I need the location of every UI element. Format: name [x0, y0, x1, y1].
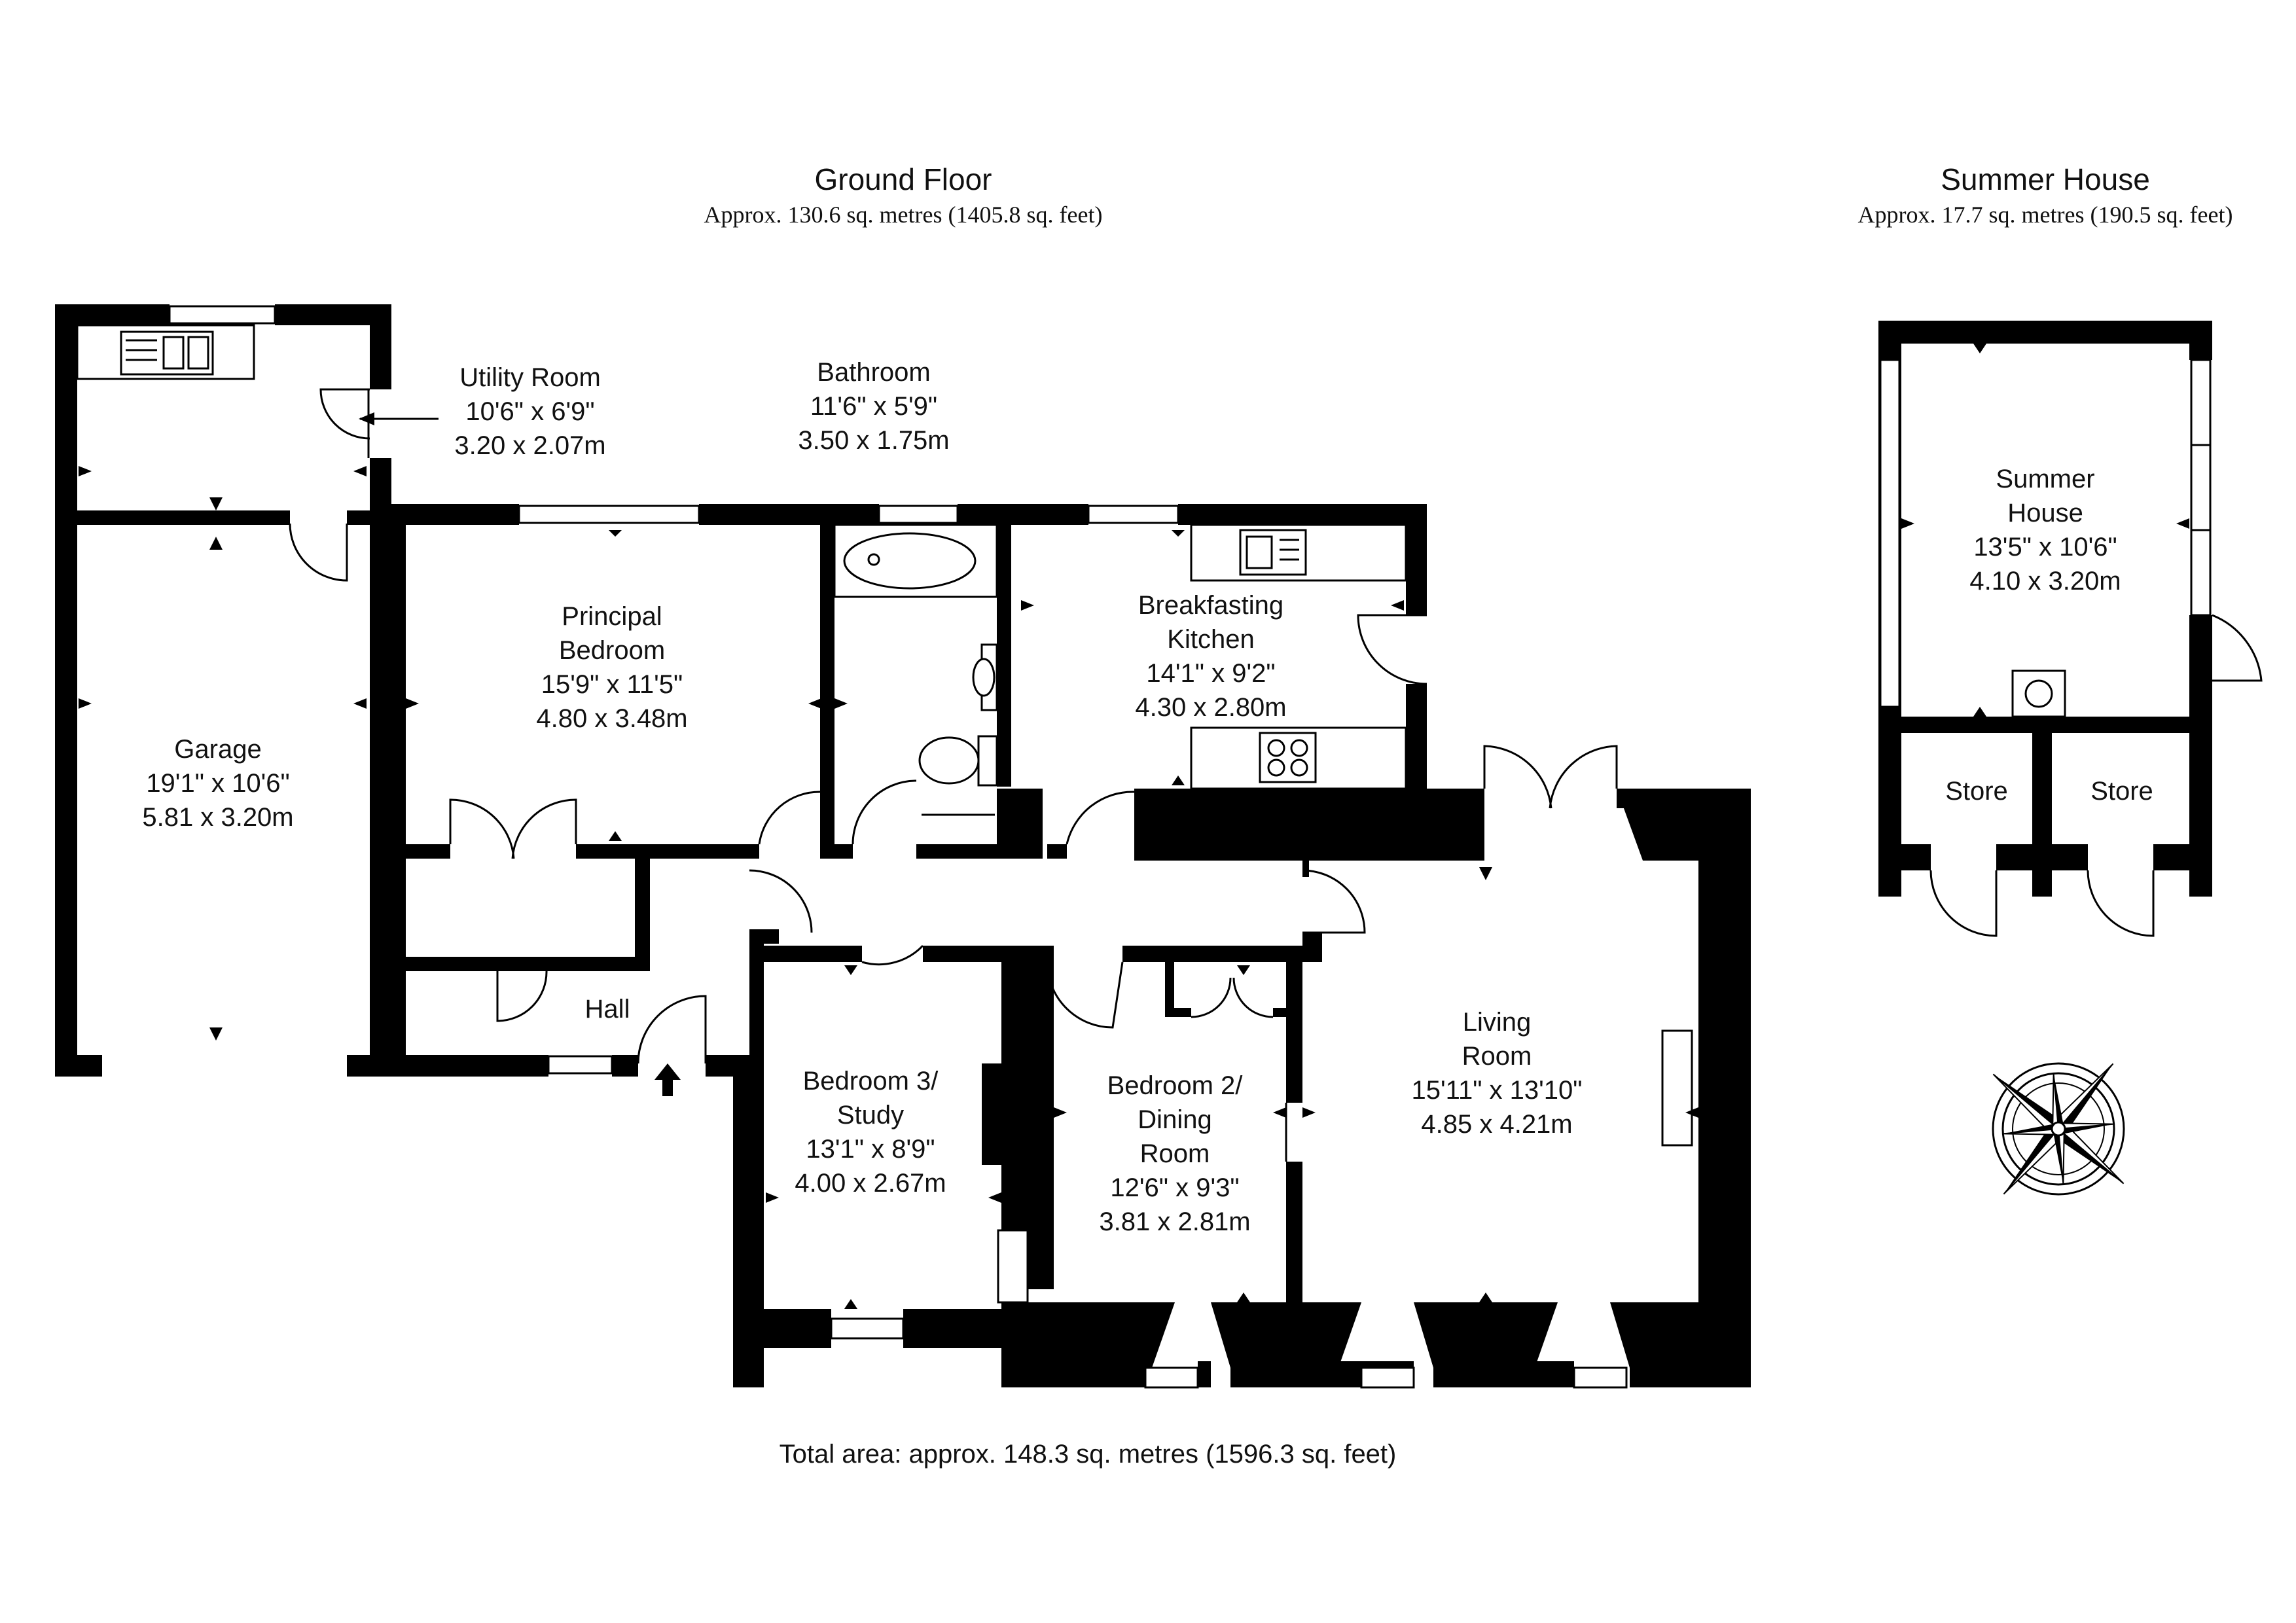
summer-imperial: 13'5" x 10'6"	[1973, 533, 2117, 562]
bedroom3-metric: 4.00 x 2.67m	[795, 1169, 946, 1198]
bedroom2-label: Bedroom 2/ Dining Room 12'6" x 9'3" 3.81…	[1099, 1071, 1250, 1236]
bathroom-imperial: 11'6" x 5'9"	[810, 392, 937, 421]
living-room-label: Living Room 15'11" x 13'10" 4.85 x 4.21m	[1412, 1008, 1583, 1139]
sink-icon	[120, 330, 214, 376]
summer-house-label: Summer House 13'5" x 10'6" 4.10 x 3.20m	[1969, 465, 2121, 596]
entrance-arrow-icon	[655, 1063, 681, 1096]
kitchen-metric: 4.30 x 2.80m	[1135, 693, 1286, 722]
kitchen-label: Breakfasting Kitchen 14'1" x 9'2" 4.30 x…	[1135, 591, 1286, 722]
ground-floor-title: Ground Floor	[814, 162, 992, 196]
room-labels: Utility Room 10'6" x 6'9" 3.20 x 2.07m B…	[142, 358, 2153, 1236]
summer-name-1: Summer	[1996, 465, 2094, 493]
summer-metric: 4.10 x 3.20m	[1969, 567, 2121, 596]
hall-label: Hall	[585, 995, 630, 1024]
ground-floor-area: Approx. 130.6 sq. metres (1405.8 sq. fee…	[704, 202, 1103, 228]
measurement-arrows	[79, 466, 1698, 1309]
hob-icon	[1259, 732, 1317, 783]
bedroom3-name-2: Study	[837, 1101, 904, 1130]
living-imperial: 15'11" x 13'10"	[1412, 1076, 1583, 1105]
kitchen-name-1: Breakfasting	[1138, 591, 1283, 620]
bedroom2-metric: 3.81 x 2.81m	[1099, 1207, 1250, 1236]
sink-icon	[1239, 529, 1307, 576]
bedroom2-imperial: 12'6" x 9'3"	[1110, 1173, 1239, 1202]
windows	[168, 305, 1693, 1389]
utility-name: Utility Room	[459, 363, 601, 392]
summer-arrows	[1901, 344, 2189, 717]
summer-house-area: Approx. 17.7 sq. metres (190.5 sq. feet)	[1858, 202, 2233, 228]
utility-metric: 3.20 x 2.07m	[454, 431, 605, 460]
principal-name-1: Principal	[562, 602, 662, 631]
ground-floor-walls	[55, 304, 1751, 1387]
bedroom3-name-1: Bedroom 3/	[803, 1067, 939, 1096]
bedroom2-name-1: Bedroom 2/	[1107, 1071, 1244, 1100]
doors	[289, 388, 1618, 1162]
living-name-1: Living	[1463, 1008, 1532, 1037]
fixtures	[76, 324, 1407, 1304]
summer-name-2: House	[2007, 499, 2083, 527]
principal-name-2: Bedroom	[559, 636, 665, 665]
bathroom-name: Bathroom	[817, 358, 930, 387]
bath-icon	[833, 524, 998, 598]
bedroom2-name-2: Dining	[1138, 1105, 1211, 1134]
basin-icon	[972, 643, 998, 711]
store-left-label: Store	[1945, 777, 2008, 806]
living-name-2: Room	[1462, 1042, 1532, 1071]
garage-imperial: 19'1" x 10'6"	[146, 769, 289, 798]
bathroom-metric: 3.50 x 1.75m	[798, 426, 949, 455]
boiler-icon	[2011, 669, 2066, 718]
principal-bedroom-label: Principal Bedroom 15'9" x 11'5" 4.80 x 3…	[536, 602, 687, 733]
toilet-icon	[918, 735, 998, 787]
garage-metric: 5.81 x 3.20m	[142, 803, 293, 832]
garage-label: Garage 19'1" x 10'6" 5.81 x 3.20m	[142, 735, 293, 832]
principal-imperial: 15'9" x 11'5"	[541, 670, 683, 699]
bedroom3-imperial: 13'1" x 8'9"	[806, 1135, 935, 1164]
utility-imperial: 10'6" x 6'9"	[465, 397, 594, 426]
summer-house-title: Summer House	[1941, 162, 2150, 196]
utility-room-label: Utility Room 10'6" x 6'9" 3.20 x 2.07m	[454, 363, 605, 460]
store-right-label: Store	[2090, 777, 2153, 806]
bathroom-label: Bathroom 11'6" x 5'9" 3.50 x 1.75m	[798, 358, 949, 455]
summer-house-walls	[1878, 321, 2212, 897]
garage-name: Garage	[174, 735, 261, 764]
living-metric: 4.85 x 4.21m	[1421, 1110, 1572, 1139]
total-area: Total area: approx. 148.3 sq. metres (15…	[780, 1440, 1397, 1469]
bedroom3-label: Bedroom 3/ Study 13'1" x 8'9" 4.00 x 2.6…	[795, 1067, 946, 1198]
kitchen-imperial: 14'1" x 9'2"	[1146, 659, 1275, 688]
kitchen-name-2: Kitchen	[1167, 625, 1254, 654]
compass-rose-icon	[1992, 1062, 2125, 1196]
bedroom2-name-3: Room	[1140, 1139, 1210, 1168]
principal-metric: 4.80 x 3.48m	[536, 704, 687, 733]
